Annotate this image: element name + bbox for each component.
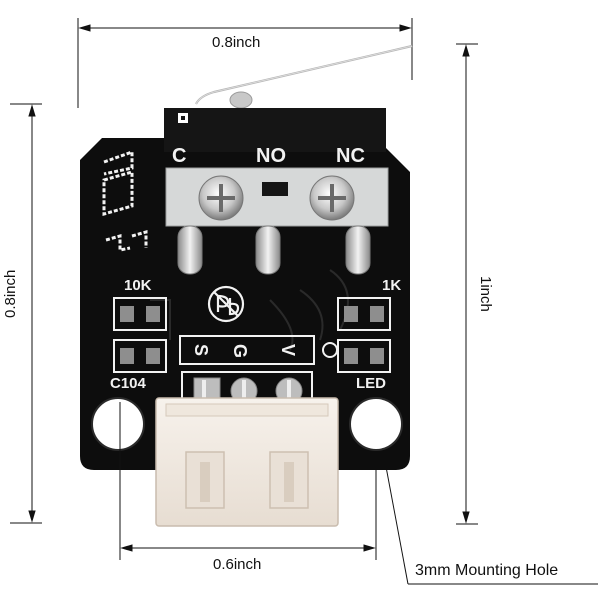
silk-c-label: C (172, 145, 186, 167)
width-label-top: 0.8inch (212, 34, 261, 51)
switch-lever (195, 44, 413, 109)
height-label-left: 0.8inch (2, 269, 19, 318)
silk-nc-label: NC (336, 145, 365, 167)
silk-v-label: V (278, 344, 298, 356)
micro-switch (164, 108, 389, 227)
silk-s-label: S (191, 344, 211, 356)
silk-1k-label: 1K (382, 277, 401, 294)
screw-icon (309, 175, 355, 221)
mounting-hole-label: 3mm Mounting Hole (415, 562, 559, 579)
smd-resistor-10k (113, 297, 167, 331)
width-label-bottom: 0.6inch (213, 556, 262, 573)
switch-pins (177, 225, 371, 275)
silk-no-label: NO (256, 145, 286, 167)
dimension-lines (10, 18, 598, 585)
silk-c104-label: C104 (110, 375, 147, 392)
smd-capacitor-c104 (113, 339, 167, 373)
no-lead-icon (207, 285, 245, 323)
height-label-right: 1inch (477, 276, 494, 312)
header-outline (179, 335, 338, 365)
mounting-hole-left (91, 397, 145, 451)
smd-resistor-1k (337, 297, 391, 331)
silk-10k-label: 10K (124, 277, 152, 294)
smd-led (337, 339, 391, 373)
silk-g-label: G (230, 344, 250, 358)
silk-led-label: LED (356, 375, 386, 392)
segment-logo (102, 149, 148, 252)
pcb-traces (150, 269, 349, 351)
mounting-hole-right (349, 397, 403, 451)
jst-connector (155, 397, 339, 527)
screw-icon (198, 175, 244, 221)
